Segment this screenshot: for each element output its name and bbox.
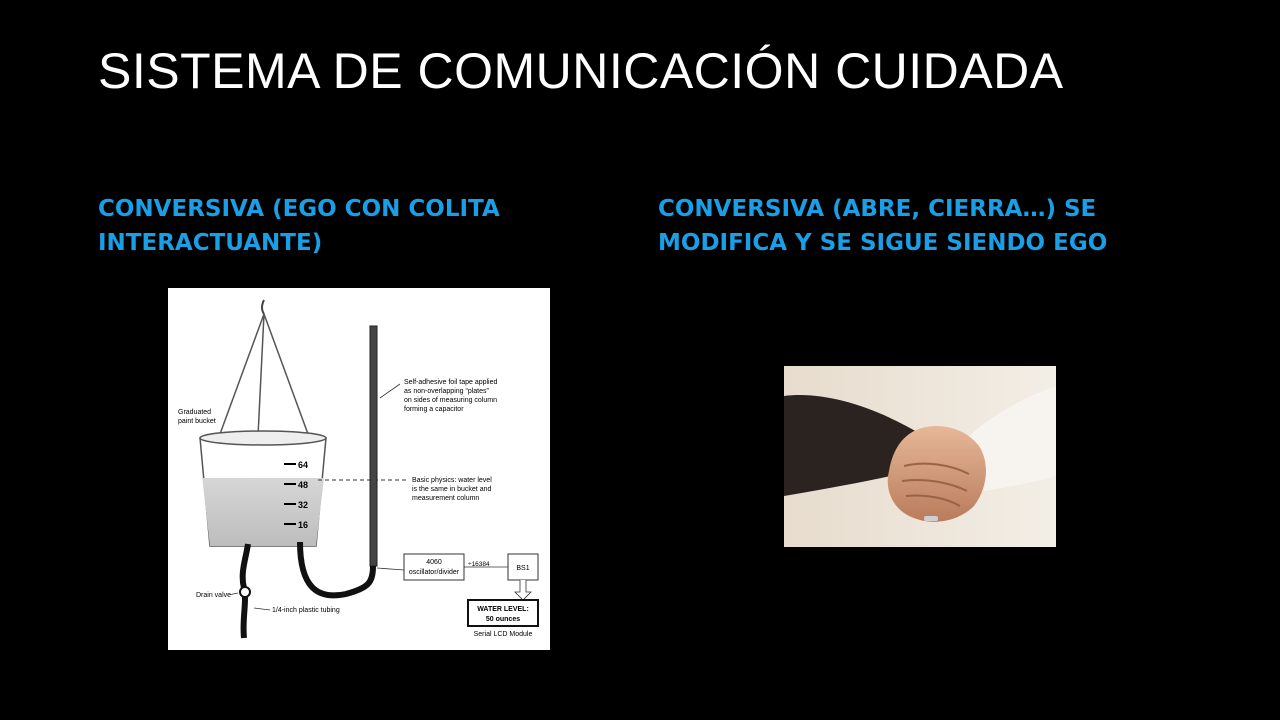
ring-icon bbox=[924, 516, 938, 521]
wire-mid bbox=[257, 313, 265, 437]
foil-label-3: on sides of measuring column bbox=[404, 397, 497, 404]
oscillator-label-2: oscillator/divider bbox=[409, 569, 460, 576]
mark-16: 16 bbox=[298, 520, 308, 530]
white-sleeve bbox=[964, 386, 1056, 491]
divider-label: ÷16384 bbox=[468, 561, 490, 568]
clasped-hands bbox=[887, 426, 986, 522]
foil-label-4: forming a capacitor bbox=[404, 406, 464, 413]
tubing-label: 1/4-inch plastic tubing bbox=[272, 607, 340, 614]
physics-label-3: measurement column bbox=[412, 495, 479, 502]
right-heading: CONVERSIVA (ABRE, CIERRA…) SE MODIFICA Y… bbox=[658, 196, 1108, 256]
mark-64: 64 bbox=[298, 460, 308, 470]
mark-48: 48 bbox=[298, 480, 308, 490]
bucket-label-1: Graduated bbox=[178, 409, 211, 416]
drain-valve-icon bbox=[239, 586, 251, 598]
plastic-tubing bbox=[297, 541, 376, 599]
slide-title: SISTEMA DE COMUNICACIÓN CUIDADA bbox=[98, 43, 1064, 99]
oscillator-box bbox=[403, 553, 465, 581]
bs1-label: BS1 bbox=[516, 565, 529, 572]
handshake-image bbox=[784, 366, 1056, 547]
down-arrow-icon bbox=[514, 580, 532, 601]
foil-label-2: as non-overlapping “plates” bbox=[404, 388, 489, 395]
wire-right bbox=[263, 313, 309, 435]
lcd-module bbox=[467, 599, 539, 627]
handshake-svg bbox=[784, 366, 1056, 547]
bucket-water bbox=[202, 478, 324, 546]
lcd-caption: Serial LCD Module bbox=[474, 631, 533, 638]
oscillator-label-1: 4060 bbox=[426, 559, 442, 566]
hook-icon bbox=[261, 299, 265, 315]
wire-left bbox=[219, 313, 265, 435]
drain-label: Drain valve bbox=[196, 592, 231, 599]
physics-label-2: is the same in bucket and bbox=[412, 486, 491, 493]
bs1-box bbox=[507, 553, 539, 581]
water-level-diagram: 64 48 32 16 Graduated paint bucket Drain… bbox=[168, 288, 550, 650]
left-heading: CONVERSIVA (EGO CON COLITA INTERACTUANTE… bbox=[98, 196, 500, 256]
bucket-rim bbox=[199, 430, 327, 446]
foil-label-1: Self-adhesive foil tape applied bbox=[404, 379, 498, 386]
measuring-column bbox=[369, 325, 378, 567]
diagram-svg: 64 48 32 16 Graduated paint bucket Drain… bbox=[178, 299, 539, 639]
mark-32: 32 bbox=[298, 500, 308, 510]
physics-label-1: Basic physics: water level bbox=[412, 477, 492, 484]
lcd-line-1: WATER LEVEL: bbox=[477, 606, 529, 613]
lcd-line-2: 50 ounces bbox=[486, 616, 520, 623]
bucket-label-2: paint bucket bbox=[178, 418, 216, 425]
